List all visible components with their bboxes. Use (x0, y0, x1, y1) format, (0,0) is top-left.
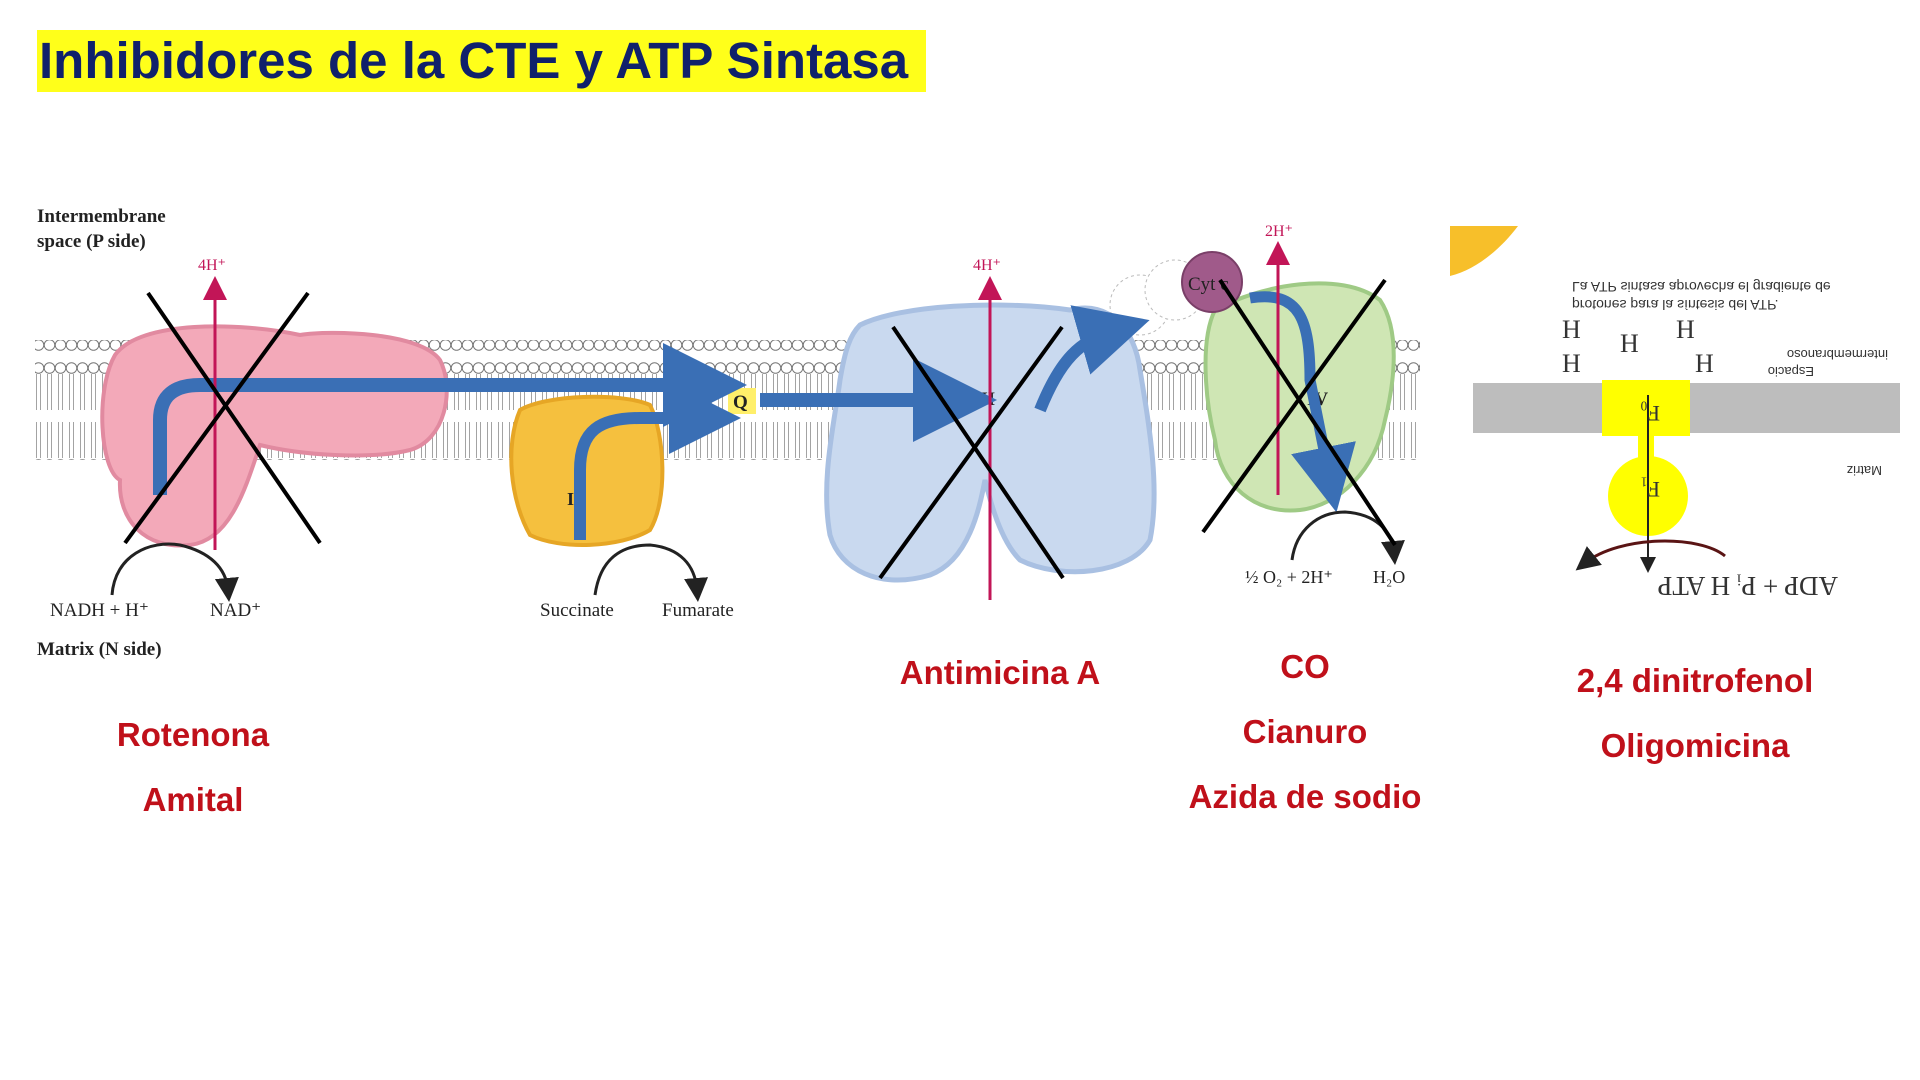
inhibitors-complex-iv: CO Cianuro Azida de sodio (1165, 634, 1445, 829)
fo-subunit (1602, 380, 1690, 436)
inhibitor-azida-de-sodio: Azida de sodio (1188, 778, 1422, 815)
proton-h1: H (1562, 315, 1581, 344)
inhibitor-rotenona: Rotenona (116, 716, 270, 753)
atp-reaction-text: ADP + Pᵢ H ATP (1657, 571, 1838, 601)
proton-h5: H (1695, 349, 1714, 378)
ubiquinone-label: Q (733, 392, 748, 413)
proton-label-iv: 2H⁺ (1265, 223, 1293, 240)
electron-path-i-to-q (153, 343, 747, 495)
inhibitors-atp-synthase: 2,4 dinitrofenol Oligomicina (1540, 648, 1850, 778)
inhibitor-oligomicina: Oligomicina (1600, 727, 1790, 764)
inhibition-cross-complex-i (123, 291, 322, 545)
atp-synthase-figure: La ATP sintasa aprovecha el gradiente de… (1473, 279, 1900, 601)
corner-decoration (1450, 226, 1518, 276)
matrix-label: Matrix (N side) (37, 639, 162, 660)
inhibitor-amital: Amital (142, 781, 244, 818)
atp-space-label-line2: intermembranoso (1787, 347, 1888, 362)
substrate-oxygen: ½ O₂ + 2H⁺ (1245, 567, 1333, 587)
electron-path-cytc-to-iv (1249, 291, 1356, 513)
electron-path-iii-to-cytc (1034, 305, 1150, 413)
inhibitors-complex-i: Rotenona Amital (88, 702, 298, 832)
fo-label: F₀ (1640, 401, 1660, 426)
substrate-nad: NAD⁺ (210, 600, 261, 621)
f1-label: F₁ (1640, 477, 1660, 502)
proton-h2: H (1562, 349, 1581, 378)
reaction-arrow-complex-ii (593, 543, 708, 602)
atp-caption-line2: protones para la síntesis del ATP. (1572, 297, 1779, 313)
electron-path-ii-to-q (574, 382, 741, 540)
slide-title: Inhibidores de la CTE y ATP Sintasa (37, 30, 927, 92)
reaction-arrow-complex-i (110, 542, 239, 602)
atp-caption-line1: La ATP sintasa aprovecha el gradiente de (1572, 279, 1831, 295)
substrate-water: H₂O (1373, 567, 1405, 587)
substrate-succinate: Succinate (540, 600, 614, 621)
inhibitor-cianuro: Cianuro (1242, 713, 1368, 750)
inhibitor-antimicina-a: Antimicina A (899, 654, 1101, 691)
atp-matrix-label: Matriz (1847, 463, 1882, 478)
atp-space-label-line1: Espacio (1768, 364, 1814, 379)
inhibitor-dinitrofenol: 2,4 dinitrofenol (1576, 662, 1814, 699)
inhibition-cross-complex-iv (1201, 278, 1397, 547)
proton-label-i: 4H⁺ (198, 257, 226, 274)
cyt-c-label: Cyt c (1188, 274, 1229, 295)
atp-reaction-arc (1575, 539, 1726, 571)
inhibition-cross-complex-iii (878, 325, 1065, 580)
complex-ii (509, 394, 665, 547)
cyt-c (1181, 251, 1243, 313)
substrate-fumarate: Fumarate (662, 600, 734, 621)
proton-h4: H (1676, 315, 1695, 344)
intermembrane-label-line2: space (P side) (37, 231, 146, 252)
intermembrane-label-line1: Intermembrane (37, 206, 166, 227)
inhibitors-complex-iii: Antimicina A (870, 640, 1130, 705)
inhibitor-co: CO (1280, 648, 1330, 685)
proton-h3: H (1620, 329, 1639, 358)
complex-iii-label: III (973, 389, 995, 410)
substrate-nadh: NADH + H⁺ (50, 600, 149, 621)
proton-label-iii: 4H⁺ (973, 257, 1001, 274)
